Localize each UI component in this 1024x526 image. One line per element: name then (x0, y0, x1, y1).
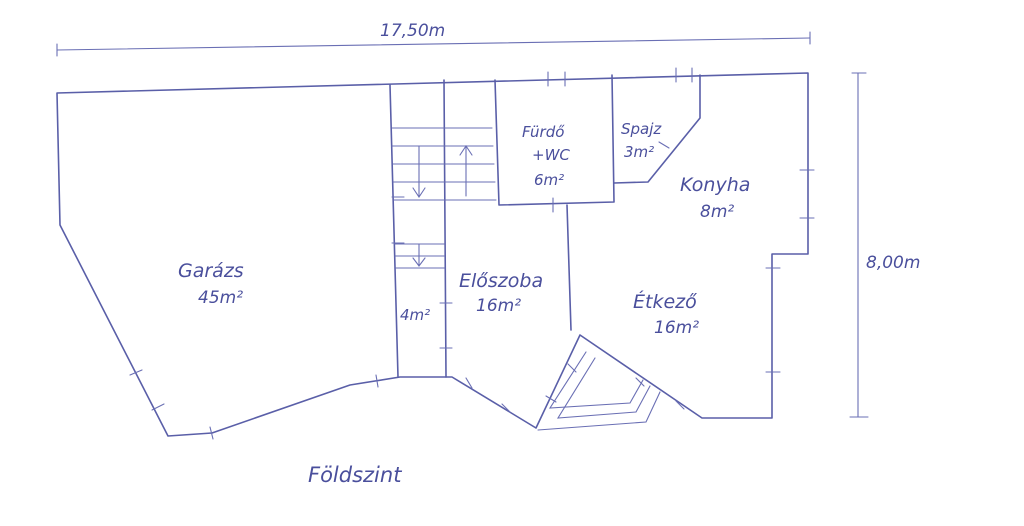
hall-dining-wall (566, 204, 572, 331)
hall-area: 16m² (476, 296, 521, 316)
garage-name: Garázs (178, 260, 244, 282)
pantry-name: Spajz (621, 120, 662, 138)
dining-area: 16m² (654, 318, 699, 338)
bath-name: Fürdő (522, 123, 565, 141)
kitchen-name: Konyha (680, 174, 750, 196)
stair-wall (443, 79, 447, 378)
dining-name: Étkező (633, 290, 697, 313)
outer-wall (56, 72, 809, 437)
width-dimension: 17,50m (56, 21, 811, 57)
hall-name: Előszoba (459, 270, 543, 292)
garage-area: 45m² (198, 288, 243, 308)
wall-ticks (129, 67, 815, 440)
lower-stairs (394, 243, 446, 269)
upper-stairs (391, 127, 497, 201)
pantry-walls (613, 74, 701, 184)
height-dimension-label: 8,00m (866, 253, 920, 273)
bathroom-walls (494, 74, 615, 206)
entrance-steps (537, 351, 661, 431)
bath-name-wc: +WC (532, 146, 570, 164)
kitchen-area: 8m² (700, 202, 734, 222)
floor-name: Földszint (308, 463, 402, 487)
bath-area: 6m² (534, 171, 564, 189)
garage-wall (389, 84, 399, 378)
pantry-area: 3m² (624, 143, 654, 161)
stair-area: 4m² (400, 306, 430, 324)
height-dimension: 8,00m (849, 72, 920, 418)
width-dimension-label: 17,50m (380, 21, 445, 41)
